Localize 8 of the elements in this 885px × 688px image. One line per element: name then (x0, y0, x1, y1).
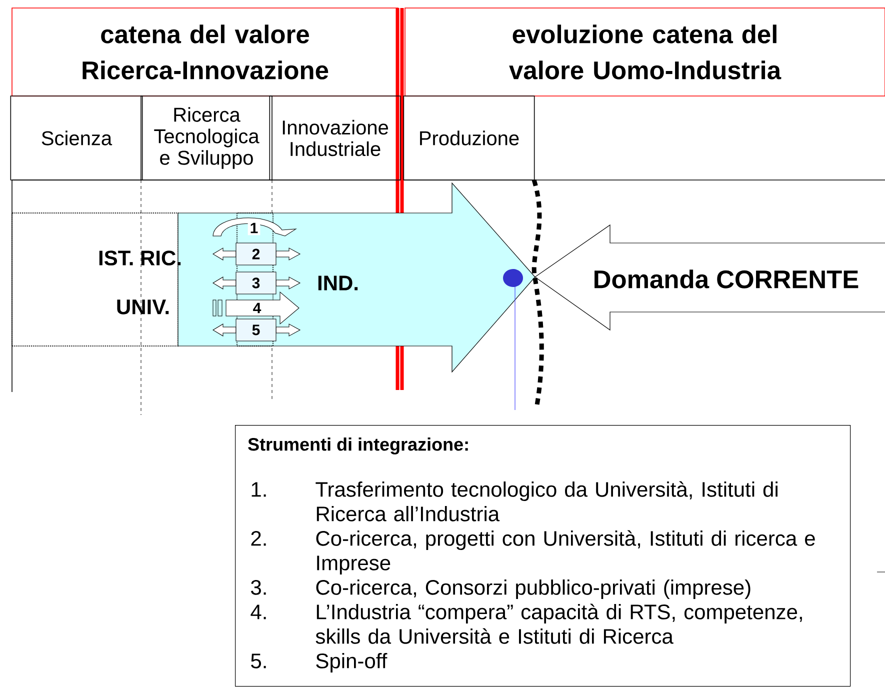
header-box: catena del valore Ricerca-Innovazione (12, 8, 398, 96)
column-header-cell: Innovazione Industriale (269, 96, 401, 180)
legend-box: Strumenti di integrazione: 1. Trasferimento tecnologico da Università, Istituti di Ricerca all’Industria 2. Co-ricerca, progetti con Università, Istituti di ricerca e Imprese 3. Co-ricerca, Consorzi pubblico-privati (imprese) 4. L’Industria “compera” capacità di RTS, competenze, skills da Università e Istituti di Ricerca 5. Spin-off (235, 425, 851, 687)
column-header-cell: Produzione (403, 96, 535, 180)
column-header-cell: Scienza (10, 96, 143, 180)
column-header-cell: Ricerca Tecnologica e Sviluppo (140, 96, 272, 180)
institution-label: UNIV. (117, 300, 169, 314)
header-box: evoluzione catena del valore Uomo-Industria (404, 8, 885, 96)
